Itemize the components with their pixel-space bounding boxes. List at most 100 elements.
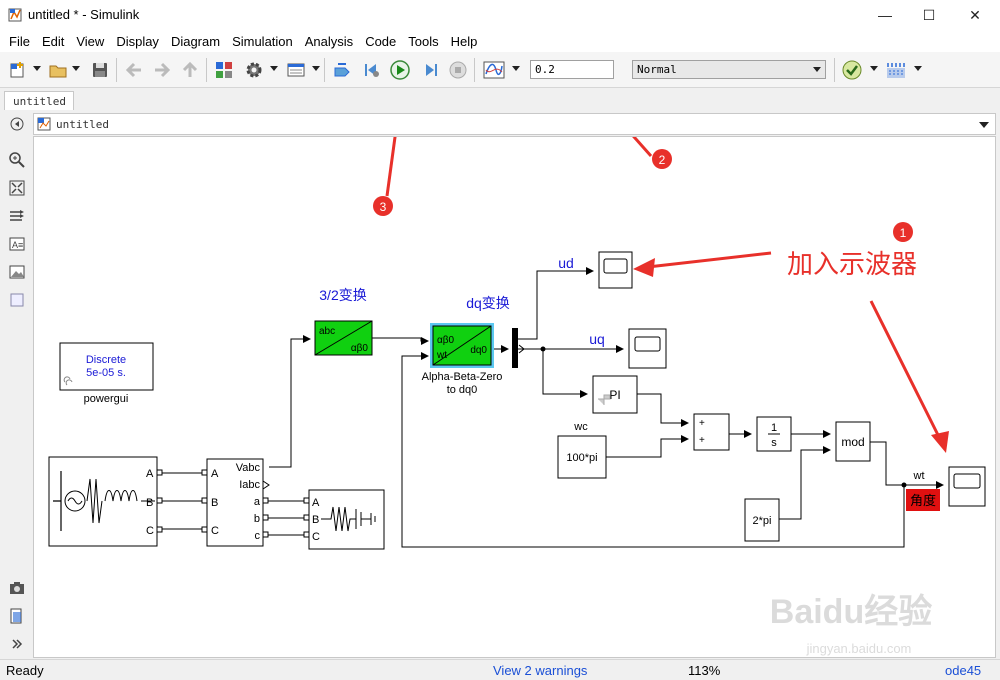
model-settings-dropdown[interactable]: [270, 66, 278, 71]
model-explorer-icon[interactable]: [284, 58, 308, 82]
screenshot-icon[interactable]: [7, 578, 27, 598]
menu-edit[interactable]: Edit: [41, 33, 65, 49]
expand-icon[interactable]: [7, 634, 27, 654]
source-port-b: B: [146, 497, 153, 509]
view-warnings-link[interactable]: View 2 warnings: [493, 663, 588, 678]
forward-icon[interactable]: [150, 58, 174, 82]
integrator-block[interactable]: 1 s: [756, 416, 792, 452]
open-icon[interactable]: [46, 58, 70, 82]
address-bar: untitled: [33, 113, 996, 135]
scope-wt[interactable]: [948, 466, 986, 507]
menu-code[interactable]: Code: [365, 33, 397, 49]
area-icon[interactable]: [7, 290, 27, 310]
address-dropdown-icon[interactable]: [979, 122, 989, 128]
menu-simulation[interactable]: Simulation: [232, 33, 293, 49]
simulation-mode-select[interactable]: Normal: [632, 60, 826, 79]
link-icon: [63, 376, 73, 386]
dq-in1-label: αβ0: [437, 335, 455, 346]
constant-100pi-block[interactable]: 100*pi: [557, 435, 607, 479]
step-back-config-icon[interactable]: [330, 58, 354, 82]
stop-icon[interactable]: [446, 58, 470, 82]
signal-ud: ud: [558, 255, 574, 271]
dq-in2-label: wt: [436, 350, 447, 361]
watermark-url: jingyan.baidu.com: [806, 641, 912, 656]
menu-help[interactable]: Help: [450, 33, 478, 49]
alpha-beta-to-dq0-block[interactable]: αβ0 wt dq0 Alpha-Beta-Zero to dq0: [422, 323, 503, 396]
three-phase-source-block[interactable]: A B C: [48, 456, 163, 547]
angle-label: 角度: [910, 493, 936, 508]
three-phase-load-block[interactable]: A B C: [303, 489, 385, 550]
menu-diagram[interactable]: Diagram: [170, 33, 221, 49]
demux-block[interactable]: [512, 328, 525, 368]
minimize-button[interactable]: —: [878, 7, 892, 23]
image-icon[interactable]: [7, 262, 27, 282]
fit-view-icon[interactable]: [7, 178, 27, 198]
route-lines-icon[interactable]: [7, 206, 27, 226]
back-icon[interactable]: [122, 58, 146, 82]
status-ready: Ready: [6, 663, 44, 678]
abc-out-label: αβ0: [351, 343, 369, 354]
sum-block[interactable]: + +: [693, 413, 730, 451]
dq-block-name-1: Alpha-Beta-Zero: [422, 371, 503, 383]
mod-block[interactable]: mod: [835, 421, 871, 462]
scope-uq[interactable]: [628, 328, 667, 369]
data-inspector-dropdown[interactable]: [512, 66, 520, 71]
measure-in-b: B: [211, 497, 218, 509]
baidu-watermark: Baidu经验 jingyan.baidu.com: [770, 592, 932, 656]
label-3-2-transform: 3/2变换: [319, 287, 366, 303]
address-path[interactable]: untitled: [56, 118, 109, 131]
label-dq-transform: dq变换: [466, 295, 510, 311]
step-back-icon[interactable]: [360, 58, 384, 82]
menu-tools[interactable]: Tools: [408, 33, 439, 49]
model-advisor-icon[interactable]: [840, 58, 864, 82]
tab-untitled[interactable]: untitled: [4, 91, 74, 110]
new-model-dropdown[interactable]: [33, 66, 41, 71]
new-model-icon[interactable]: [6, 58, 30, 82]
window-title: untitled * - Simulink: [28, 7, 140, 22]
model-advisor-dropdown[interactable]: [870, 66, 878, 71]
model-browser-icon[interactable]: [7, 606, 27, 626]
model-canvas[interactable]: Discrete 5e-05 s. powergui A B C A B C V…: [33, 136, 996, 658]
close-button[interactable]: ✕: [969, 6, 981, 23]
open-dropdown[interactable]: [72, 66, 80, 71]
sum-sign-2: +: [699, 435, 705, 446]
model-settings-icon[interactable]: [242, 58, 266, 82]
pi-controller-block[interactable]: PI: [592, 375, 638, 414]
menu-display[interactable]: Display: [116, 33, 159, 49]
stop-time-input[interactable]: 0.2: [530, 60, 614, 79]
integrator-den: s: [771, 437, 777, 449]
solver-link[interactable]: ode45: [945, 663, 982, 678]
source-port-c: C: [146, 525, 154, 537]
powergui-block[interactable]: Discrete 5e-05 s. powergui: [59, 342, 154, 405]
up-icon[interactable]: [178, 58, 202, 82]
measure-out-c: c: [255, 530, 261, 542]
maximize-button[interactable]: ☐: [922, 6, 936, 23]
dq-out-label: dq0: [470, 345, 487, 356]
simulink-app-icon: [8, 8, 22, 22]
menu-analysis[interactable]: Analysis: [304, 33, 354, 49]
save-icon[interactable]: [88, 58, 112, 82]
vi-measurement-block[interactable]: A B C Vabc Iabc a b c: [201, 458, 270, 547]
hide-browser-icon[interactable]: [7, 114, 27, 134]
powergui-line1: Discrete: [86, 354, 126, 366]
label-wc: wc: [573, 421, 588, 433]
constant-100pi-label: 100*pi: [566, 452, 597, 464]
data-inspector-icon[interactable]: [482, 58, 506, 82]
build-icon[interactable]: [884, 58, 908, 82]
constant-2pi-block[interactable]: 2*pi: [744, 498, 780, 542]
powergui-name: powergui: [84, 393, 129, 405]
menu-view[interactable]: View: [76, 33, 105, 49]
left-palette: A≡: [0, 110, 33, 658]
library-browser-icon[interactable]: [212, 58, 236, 82]
menu-file[interactable]: File: [9, 33, 30, 49]
model-explorer-dropdown[interactable]: [312, 66, 320, 71]
measure-out-vabc: Vabc: [236, 462, 261, 474]
marker-3: 3: [373, 196, 393, 216]
build-dropdown[interactable]: [914, 66, 922, 71]
abc-to-alpha-beta-block[interactable]: abc αβ0: [314, 320, 373, 356]
zoom-icon[interactable]: [7, 150, 27, 170]
step-forward-icon[interactable]: [418, 58, 442, 82]
annotation-icon[interactable]: A≡: [7, 234, 27, 254]
run-icon[interactable]: [388, 58, 412, 82]
scope-ud[interactable]: [598, 251, 633, 289]
